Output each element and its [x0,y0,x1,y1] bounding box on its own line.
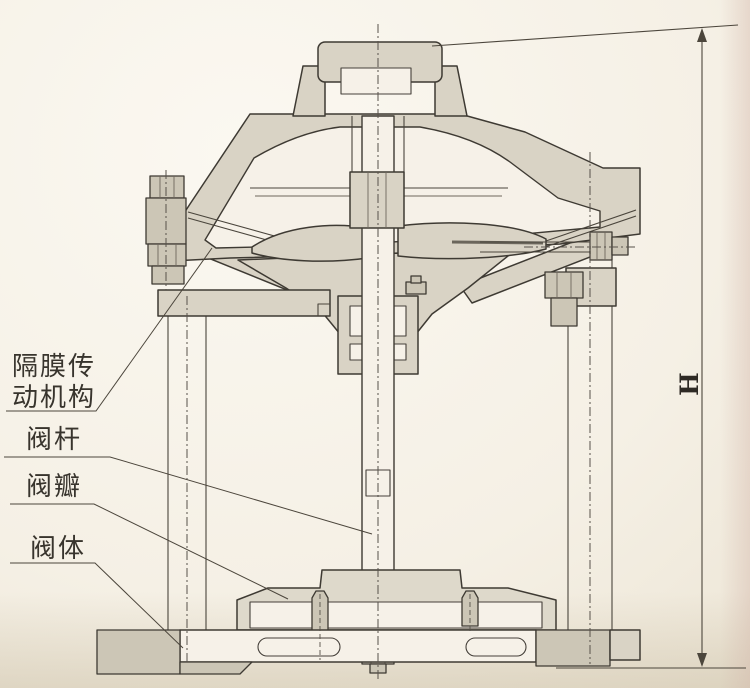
label-actuator-line1: 隔膜传 [12,352,96,382]
dimension-arrow-bottom [697,653,707,667]
label-actuator-line2: 动机构 [12,383,96,413]
base-port-right [465,637,527,657]
dimension-arrow-top [697,28,707,42]
funnel-bolt-head [405,281,427,295]
base-right-step-block [609,629,641,661]
cap-wall-right [434,65,468,117]
callout-labels: 隔膜传 动机构 阀杆 阀瓣 阀体 [12,352,96,564]
left-bolt-head [149,175,185,199]
left-bolt-nut-lower [151,265,185,285]
right-vertical-bolt-head [544,271,584,299]
leader-actuator [6,247,213,412]
label-stem: 阀杆 [26,425,82,455]
left-bolt-facet-lines [157,176,177,266]
dimension-h-label: H [675,372,704,396]
right-bolt-facet-lines [596,232,606,260]
label-body: 阀体 [30,534,86,564]
funnel-bolt-tip [410,275,422,284]
height-dimension: H [431,24,746,669]
clamp-nut-facets [367,172,387,228]
diaphragm-right-line1 [545,209,637,242]
guide-slot-left-upper [349,305,363,337]
leader-body [10,562,184,649]
top-cap [292,41,468,117]
bracket-notch-line [317,303,330,316]
base-left-step [179,661,253,675]
left-bolt-nut-upper [147,243,187,267]
disc-inner-cavity [249,601,543,629]
leader-stem [4,456,373,535]
right-vertical-bolt-facets [556,272,572,298]
right-bolt-endcap [611,236,629,256]
base-right-block [535,629,611,667]
dimension-extension-top [431,24,739,47]
callout-leaders [4,247,373,649]
diaphragm-clamp-nut [349,171,405,229]
left-mounting-bracket [157,289,331,317]
valve-body-base [96,629,641,675]
base-left-block [96,629,181,675]
guide-slot-right-upper [393,305,407,337]
right-bolt-nut [589,231,613,261]
cap-window [340,67,412,95]
guide-slot-right-lower [393,343,407,361]
guide-slot-left-lower [349,343,363,361]
base-port-left [257,637,341,657]
right-clamp-bolt [480,231,629,327]
leader-disc [10,503,289,600]
label-disc: 阀瓣 [26,472,82,502]
right-vertical-bolt-body [550,297,578,327]
disc-stud-right [461,590,479,627]
